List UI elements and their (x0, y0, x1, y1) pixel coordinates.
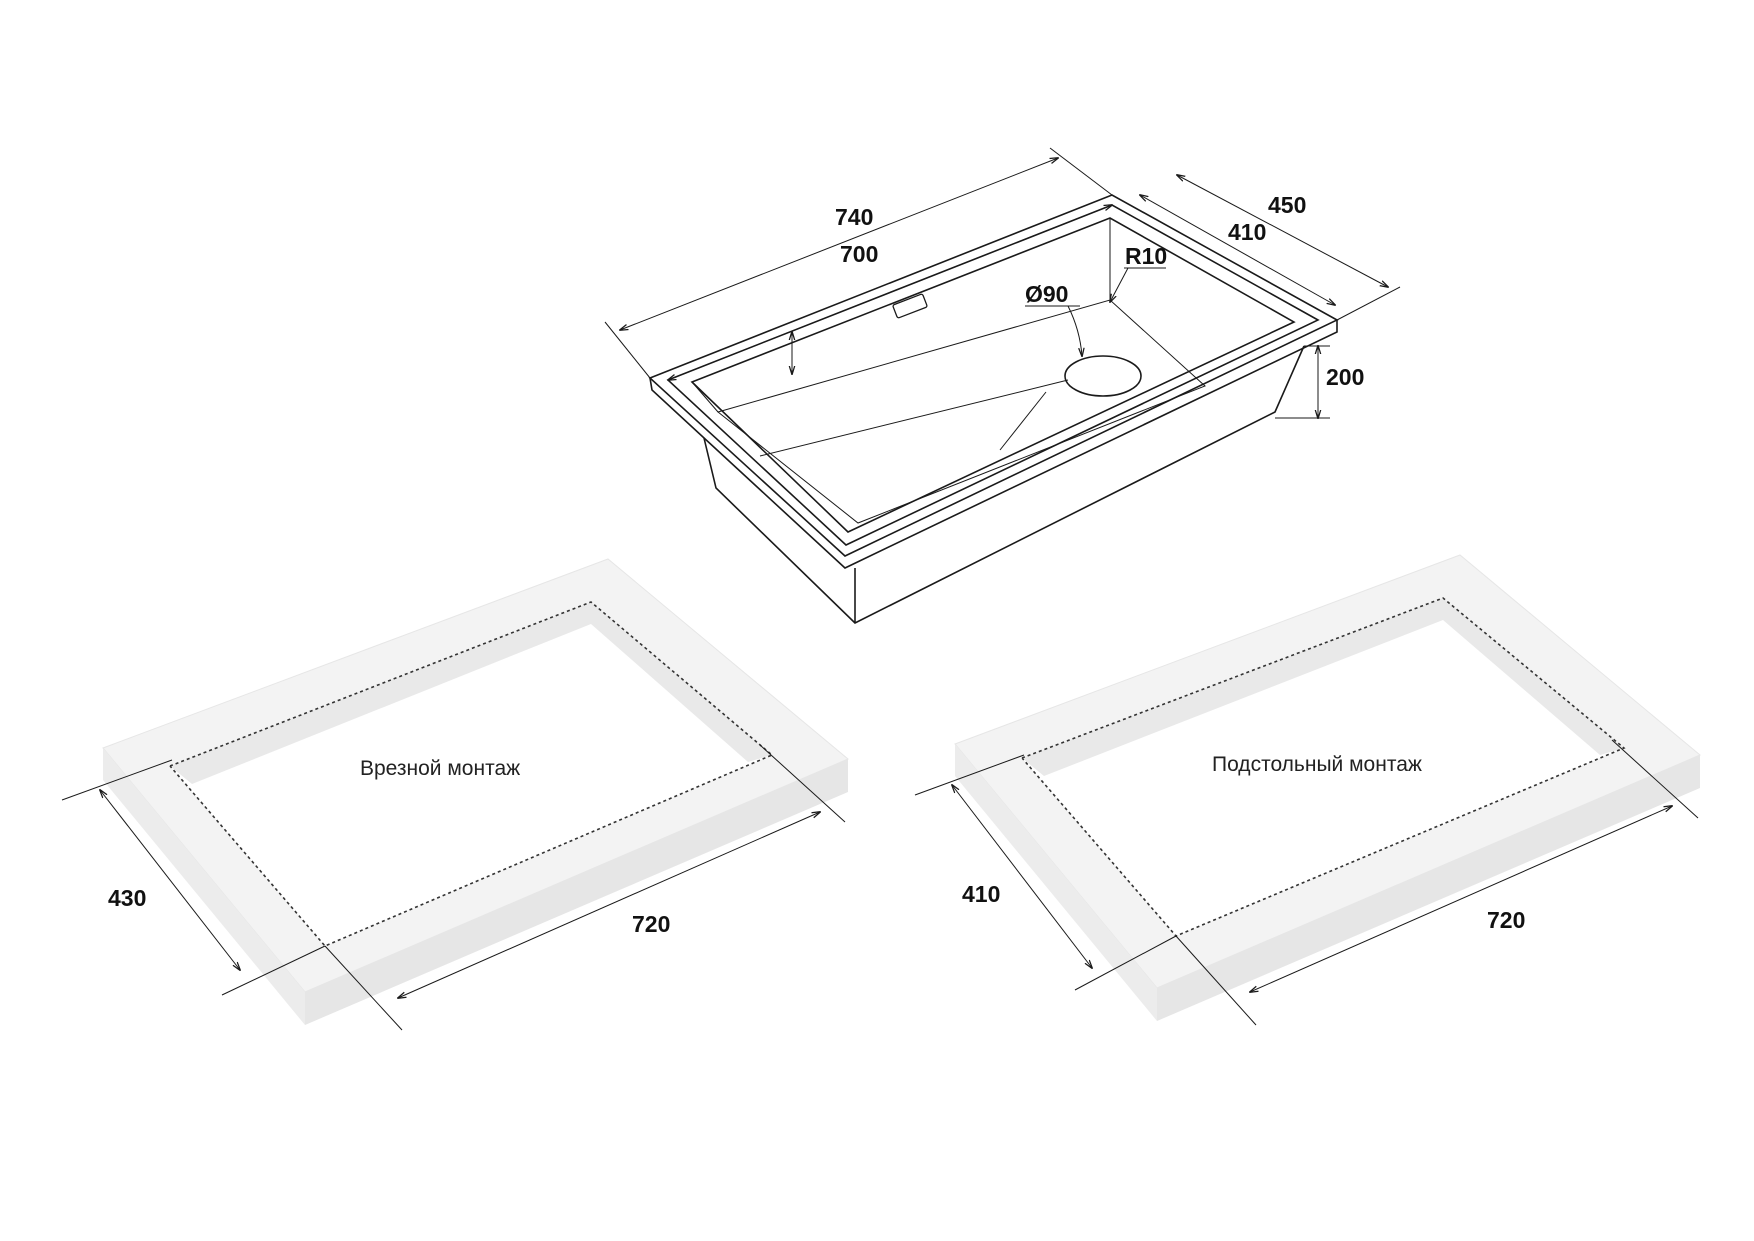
drain-label: Ø90 (1025, 281, 1068, 307)
cutout-hole (1022, 598, 1624, 936)
ext-line (604, 321, 651, 379)
sink-rim-edge (649, 320, 1338, 569)
ext-line (1336, 286, 1401, 321)
ext-line (1611, 739, 1699, 819)
hole-wall-right (591, 602, 772, 762)
dim-450-label: 450 (1268, 192, 1306, 218)
dim-410-label: 410 (1228, 219, 1266, 245)
dim-line-410 (1140, 195, 1335, 305)
cutout-length-label: 720 (632, 911, 670, 937)
ext-line (1175, 935, 1257, 1026)
dim-line-700 (668, 205, 1112, 380)
hole-wall-back (170, 602, 591, 784)
r10-leader (1110, 267, 1129, 302)
ext-line (61, 759, 173, 801)
cutout-inset: 430 720 Врезной монтаж (61, 558, 849, 1031)
dim-200-label: 200 (1326, 364, 1364, 390)
dim-line-720 (1250, 806, 1672, 992)
cutout-caption: Врезной монтаж (360, 757, 520, 780)
sink-body-outline (703, 345, 1305, 624)
cutout-caption: Подстольный монтаж (1212, 753, 1422, 776)
hole-wall-back (1022, 598, 1443, 776)
ext-line (914, 754, 1025, 796)
ext-line (759, 744, 846, 823)
sink-drawing: 740 700 450 410 R10 Ø90 200 (604, 147, 1401, 624)
ext-line (324, 945, 403, 1031)
dim-700-label: 700 (840, 241, 878, 267)
drain-hole (1064, 355, 1142, 397)
cutout-outline-dashed (169, 601, 774, 947)
cutout-depth-label: 430 (108, 885, 146, 911)
cutout-outline-dashed (1021, 597, 1626, 937)
cutout-hole (170, 602, 772, 946)
dim-line-740 (620, 158, 1058, 330)
hole-wall-right (1443, 598, 1624, 755)
dim-740-label: 740 (835, 204, 873, 230)
drain-leader (1067, 305, 1082, 356)
cutout-length-label: 720 (1487, 907, 1525, 933)
sink-slope-line (759, 379, 1069, 457)
cutout-depth-label: 410 (962, 881, 1000, 907)
ext-line (1049, 147, 1113, 196)
ext-line (221, 945, 326, 996)
sink-bowl-corner-left (691, 381, 719, 413)
dim-line-430 (100, 790, 240, 970)
cutout-undermount: 410 720 Подстольный монтаж (914, 554, 1701, 1026)
r10-label: R10 (1125, 243, 1167, 269)
sink-slope-line-2 (999, 391, 1047, 451)
ext-line (1074, 935, 1177, 991)
sink-rim-outer (648, 194, 1339, 557)
overflow-badge (892, 293, 928, 319)
dim-line-410 (952, 785, 1092, 968)
dim-line-720 (398, 812, 820, 998)
